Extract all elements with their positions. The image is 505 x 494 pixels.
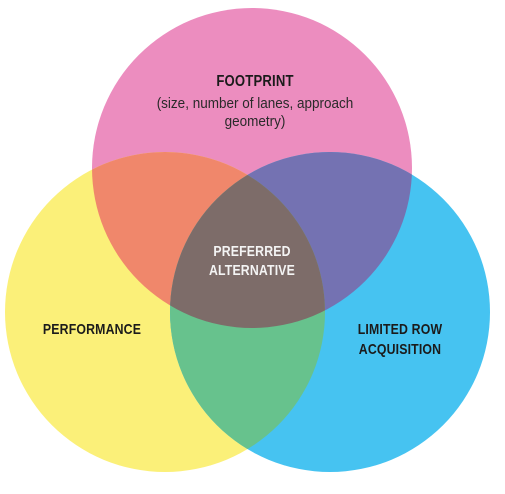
footprint-title: FOOTPRINT <box>216 73 294 90</box>
performance-label: PERFORMANCE <box>22 321 162 338</box>
limited-row-line1: LIMITED ROW <box>357 321 443 338</box>
limited-row-label: LIMITED ROW ACQUISITION <box>325 320 475 359</box>
preferred-line1: PREFERRED <box>213 243 291 260</box>
footprint-label: FOOTPRINT (size, number of lanes, approa… <box>120 73 390 131</box>
footprint-subtitle-line1: (size, number of lanes, approach <box>156 95 354 113</box>
limited-row-line2: ACQUISITION <box>358 340 442 358</box>
preferred-alternative-label: PREFERRED ALTERNATIVE <box>172 243 332 281</box>
overlap-preferred <box>170 152 325 328</box>
performance-title: PERFORMANCE <box>42 321 142 338</box>
preferred-line2: ALTERNATIVE <box>208 261 296 279</box>
footprint-subtitle-line2: geometry) <box>224 113 286 131</box>
